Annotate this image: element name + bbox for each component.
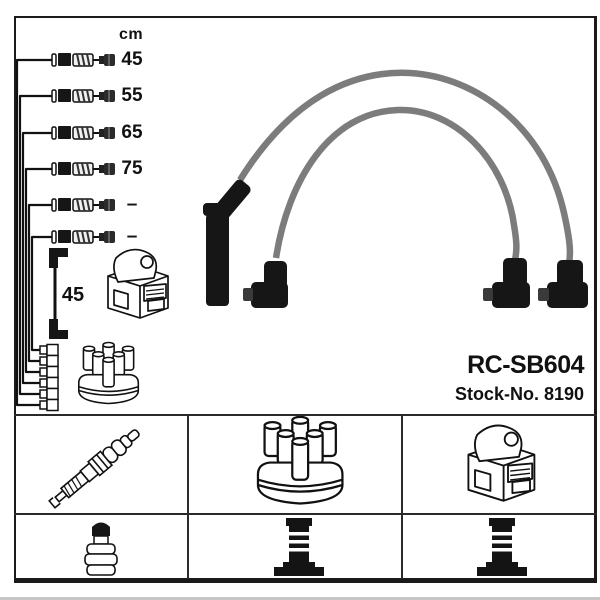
- ignition-lead-icon: [203, 69, 588, 308]
- cable-length-diagram: [15, 58, 52, 407]
- panel-divider-horizontal: [14, 414, 597, 416]
- panel-divider-horizontal: [14, 513, 597, 515]
- stock-number: 8190: [543, 384, 584, 404]
- image-frame: [14, 16, 597, 583]
- plug-terminal-nut-icon: [84, 522, 118, 576]
- elbow-boot: [538, 260, 588, 308]
- cable-length-label: –: [126, 226, 138, 247]
- elbow-boot: [483, 258, 530, 308]
- length-unit-header: cm: [118, 26, 144, 43]
- coil-wire-length-label: 45: [61, 284, 85, 306]
- product-code: RC-SB604: [467, 351, 584, 379]
- straight-boot: [203, 179, 251, 306]
- cable-length-label: –: [126, 194, 138, 215]
- panel-divider-vertical: [401, 416, 403, 579]
- panel-divider-vertical: [187, 416, 189, 579]
- cable-length-label: 45: [121, 49, 143, 70]
- elbow-boot: [243, 261, 288, 308]
- stock-number-line: Stock-No.8190: [455, 384, 584, 405]
- cable-length-label: 55: [121, 85, 143, 106]
- spark-plug-icon: [48, 429, 140, 509]
- cable-length-label: 65: [121, 122, 143, 143]
- coil-wire-icon: [49, 248, 68, 339]
- stock-label: Stock-No.: [454, 384, 539, 404]
- bottom-edge-line: [0, 597, 600, 600]
- cable-length-label: 75: [121, 158, 143, 179]
